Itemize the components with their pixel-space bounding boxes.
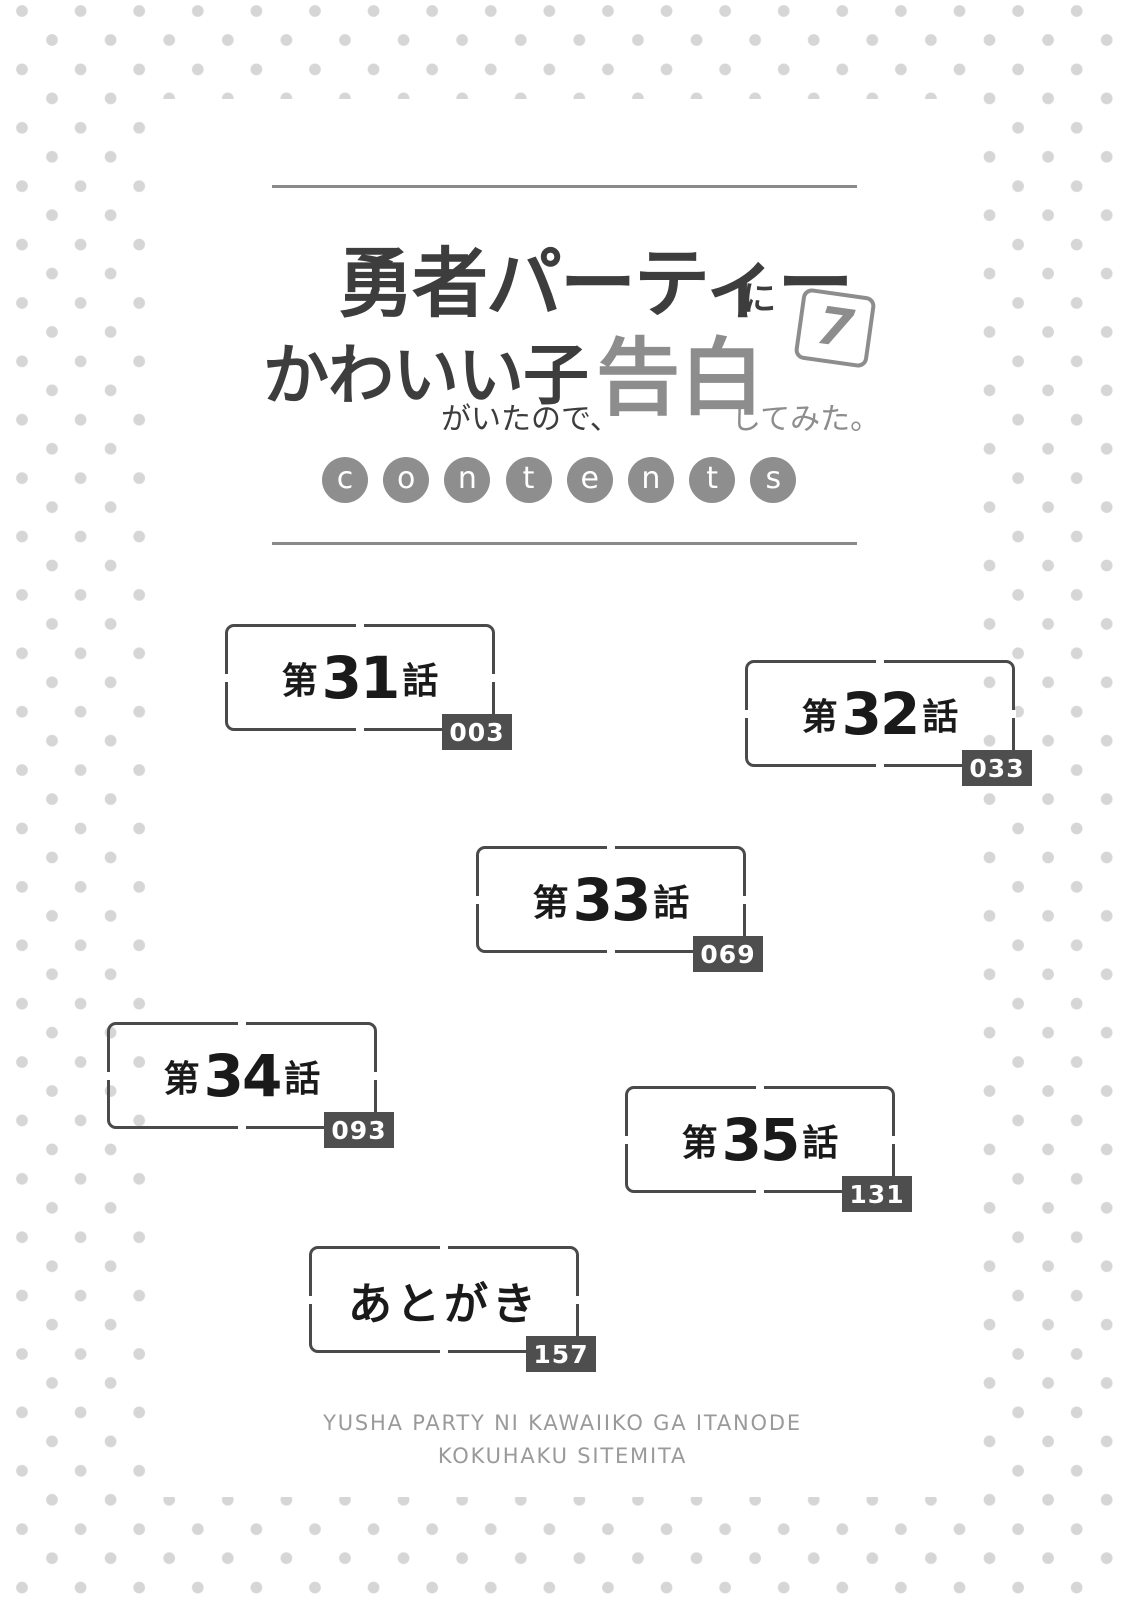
volume-badge: 7: [793, 287, 877, 369]
frame-gap: [876, 763, 884, 768]
title-line2-small: がいたので、: [441, 402, 620, 437]
contents-letter: t: [689, 457, 736, 503]
frame-gap: [607, 845, 615, 850]
chapter-number: 35: [721, 1105, 801, 1174]
toc-entry-chapter-34[interactable]: 第 34 話 093: [106, 1021, 394, 1148]
chapter-number: 32: [841, 679, 921, 748]
frame-gap: [876, 659, 884, 664]
frame-gap: [624, 1135, 629, 1144]
frame-gap: [742, 895, 747, 904]
afterword-text: あとがき: [348, 1278, 540, 1330]
contents-letter: c: [322, 457, 368, 503]
frame-gap: [238, 1125, 246, 1130]
page-number-tab: 131: [842, 1176, 912, 1212]
chapter-prefix: 第: [163, 1058, 200, 1100]
title-line1-particle: に: [742, 279, 776, 319]
page-number-tab: 033: [962, 750, 1032, 786]
frame-gap: [224, 673, 229, 682]
frame-gap: [440, 1349, 448, 1354]
page-number-tab: 003: [442, 714, 512, 750]
frame-gap: [440, 1245, 448, 1250]
chapter-label: 第 33 話: [476, 846, 746, 953]
frame-gap: [356, 727, 364, 732]
frame-gap: [1011, 709, 1016, 718]
book-title: 勇者パーティー に かわいい子 がいたので、 告白 してみた。 7: [0, 0, 1125, 560]
frame-gap: [607, 949, 615, 954]
chapter-number: 34: [203, 1041, 283, 1110]
chapter-suffix: 話: [284, 1058, 321, 1100]
frame-gap: [475, 895, 480, 904]
contents-heading: c o n t e n t s: [322, 457, 797, 503]
page-number-tab: 157: [526, 1336, 596, 1372]
frame-gap: [356, 623, 364, 628]
contents-letter: t: [505, 457, 552, 503]
chapter-prefix: 第: [681, 1122, 718, 1164]
chapter-number: 33: [572, 865, 652, 934]
chapter-suffix: 話: [653, 882, 690, 924]
chapter-label: 第 31 話: [225, 624, 495, 731]
romaji-title-line2: KOKUHAKU SITEMITA: [437, 1444, 688, 1468]
chapter-prefix: 第: [532, 882, 569, 924]
frame-gap: [756, 1189, 764, 1194]
toc-entry-chapter-33[interactable]: 第 33 話 069: [475, 845, 763, 972]
contents-letter: o: [383, 457, 430, 503]
frame-gap: [891, 1135, 896, 1144]
contents-letter: e: [566, 457, 613, 503]
toc-entry-chapter-32[interactable]: 第 32 話 033: [744, 659, 1032, 786]
frame-gap: [308, 1295, 313, 1304]
chapter-suffix: 話: [922, 696, 959, 738]
volume-number: 7: [812, 295, 858, 361]
bottom-divider: [272, 542, 857, 545]
top-divider: [272, 185, 857, 188]
chapter-suffix: 話: [802, 1122, 839, 1164]
afterword-label: あとがき: [309, 1246, 579, 1353]
contents-letter: s: [750, 457, 797, 503]
contents-letter: n: [627, 457, 674, 503]
chapter-label: 第 32 話: [745, 660, 1015, 767]
page-number-tab: 069: [693, 936, 763, 972]
frame-gap: [575, 1295, 580, 1304]
frame-gap: [744, 709, 749, 718]
chapter-prefix: 第: [801, 696, 838, 738]
toc-entry-chapter-35[interactable]: 第 35 話 131: [624, 1085, 912, 1212]
title-emphasis: 告白: [596, 329, 765, 427]
title-line2-tail: してみた。: [731, 402, 881, 437]
chapter-label: 第 34 話: [107, 1022, 377, 1129]
chapter-suffix: 話: [402, 660, 439, 702]
content-area: [157, 99, 983, 1497]
frame-gap: [373, 1071, 378, 1080]
romaji-title-line1: YUSHA PARTY NI KAWAIIKO GA ITANODE: [323, 1411, 802, 1435]
frame-gap: [491, 673, 496, 682]
title-line1-main: 勇者パーティー: [338, 239, 853, 328]
chapter-number: 31: [321, 643, 401, 712]
frame-gap: [238, 1021, 246, 1026]
frame-gap: [106, 1071, 111, 1080]
title-line2-main: かわいい子: [263, 337, 589, 414]
contents-letter: n: [444, 457, 491, 503]
frame-gap: [756, 1085, 764, 1090]
chapter-prefix: 第: [281, 660, 318, 702]
toc-entry-afterword[interactable]: あとがき 157: [308, 1245, 596, 1372]
chapter-label: 第 35 話: [625, 1086, 895, 1193]
page-number-tab: 093: [324, 1112, 394, 1148]
toc-entry-chapter-31[interactable]: 第 31 話 003: [224, 623, 512, 750]
